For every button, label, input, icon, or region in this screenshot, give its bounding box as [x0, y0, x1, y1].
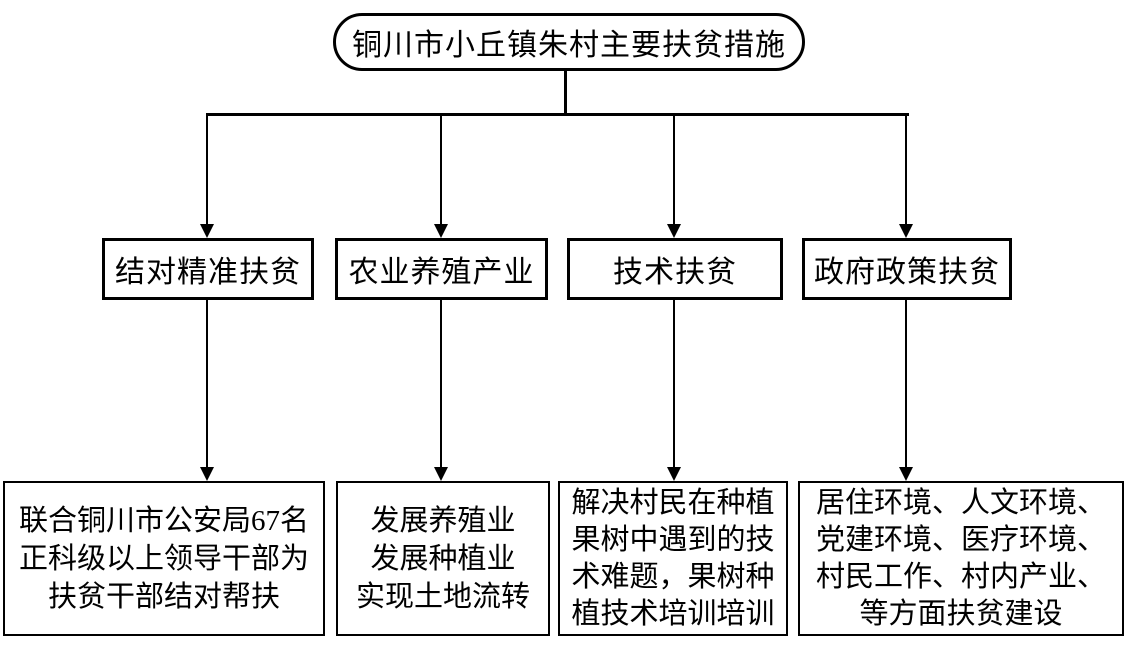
- branch-node-agriculture-breeding: 农业养殖产业: [335, 238, 548, 300]
- detail-text: 居住环境、人文环境、 党建环境、医疗环境、 村民工作、村内产业、 等方面扶贫建设: [815, 486, 1106, 630]
- arrow-down-icon: [899, 224, 913, 238]
- connector-root-stem: [564, 70, 567, 115]
- arrow-down-icon: [667, 224, 681, 238]
- detail-node-paired-assistance: 联合铜川市公安局67名 正科级以上领导干部为 扶贫干部结对帮扶: [3, 481, 325, 636]
- arrow-down-icon: [899, 467, 913, 481]
- root-node: 铜川市小丘镇朱村主要扶贫措施: [333, 13, 805, 71]
- branch-label: 技术扶贫: [613, 256, 737, 289]
- detail-node-technology: 解决村民在种植 果树中遇到的技 术难题，果树种 植技术培训培训: [558, 481, 788, 636]
- arrow-down-icon: [200, 224, 214, 238]
- root-node-label: 铜川市小丘镇朱村主要扶贫措施: [352, 29, 786, 62]
- connector-branch-2: [440, 114, 442, 225]
- connector-branch-4: [905, 114, 907, 225]
- arrow-down-icon: [434, 224, 448, 238]
- detail-text: 发展养殖业 发展种植业 实现土地流转: [355, 504, 530, 613]
- connector-detail-2: [440, 300, 442, 468]
- branch-node-government-policy: 政府政策扶贫: [802, 238, 1012, 300]
- connector-branch-3: [673, 114, 675, 225]
- arrow-down-icon: [434, 467, 448, 481]
- connector-detail-3: [673, 300, 675, 468]
- detail-node-agriculture-breeding: 发展养殖业 发展种植业 实现土地流转: [336, 481, 550, 636]
- connector-detail-4: [905, 300, 907, 468]
- detail-node-government-policy: 居住环境、人文环境、 党建环境、医疗环境、 村民工作、村内产业、 等方面扶贫建设: [798, 481, 1124, 636]
- branch-label: 结对精准扶贫: [115, 256, 301, 289]
- branch-node-paired-assistance: 结对精准扶贫: [102, 238, 314, 300]
- branch-label: 政府政策扶贫: [814, 256, 1000, 289]
- arrow-down-icon: [667, 467, 681, 481]
- connector-branch-1: [206, 114, 208, 225]
- detail-text: 联合铜川市公安局67名 正科级以上领导干部为 扶贫干部结对帮扶: [18, 504, 309, 613]
- arrow-down-icon: [200, 467, 214, 481]
- branch-label: 农业养殖产业: [348, 256, 535, 289]
- connector-detail-1: [206, 300, 208, 468]
- detail-text: 解决村民在种植 果树中遇到的技 术难题，果树种 植技术培训培训: [571, 486, 775, 630]
- branch-node-technology: 技术扶贫: [567, 238, 783, 300]
- connector-distributor-line: [206, 113, 909, 116]
